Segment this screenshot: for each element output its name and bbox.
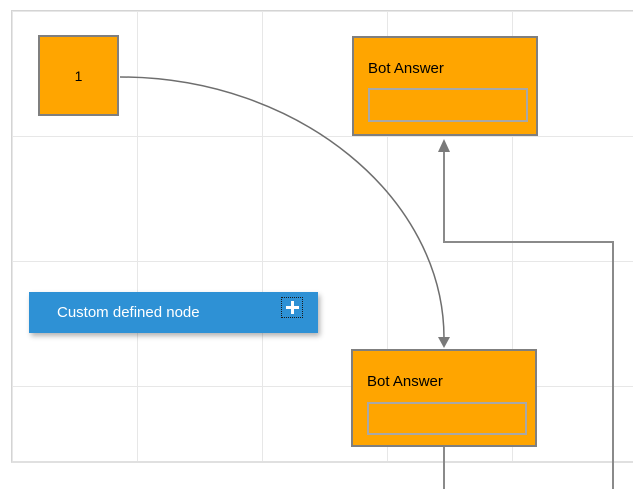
node-bot-answer-top[interactable]: Bot Answer [352,36,538,136]
bot-answer-field[interactable] [367,402,527,435]
custom-node-label: Custom defined node [57,304,200,321]
node-custom-defined[interactable]: Custom defined node [29,292,318,333]
node-bot-answer-bottom[interactable]: Bot Answer [351,349,537,447]
add-node-button[interactable] [281,297,303,318]
node-start[interactable]: 1 [38,35,119,116]
bot-answer-label: Bot Answer [367,373,443,390]
plus-icon [285,301,299,314]
bot-answer-label: Bot Answer [368,60,444,77]
node-start-label: 1 [74,67,83,84]
bot-answer-field[interactable] [368,88,528,122]
